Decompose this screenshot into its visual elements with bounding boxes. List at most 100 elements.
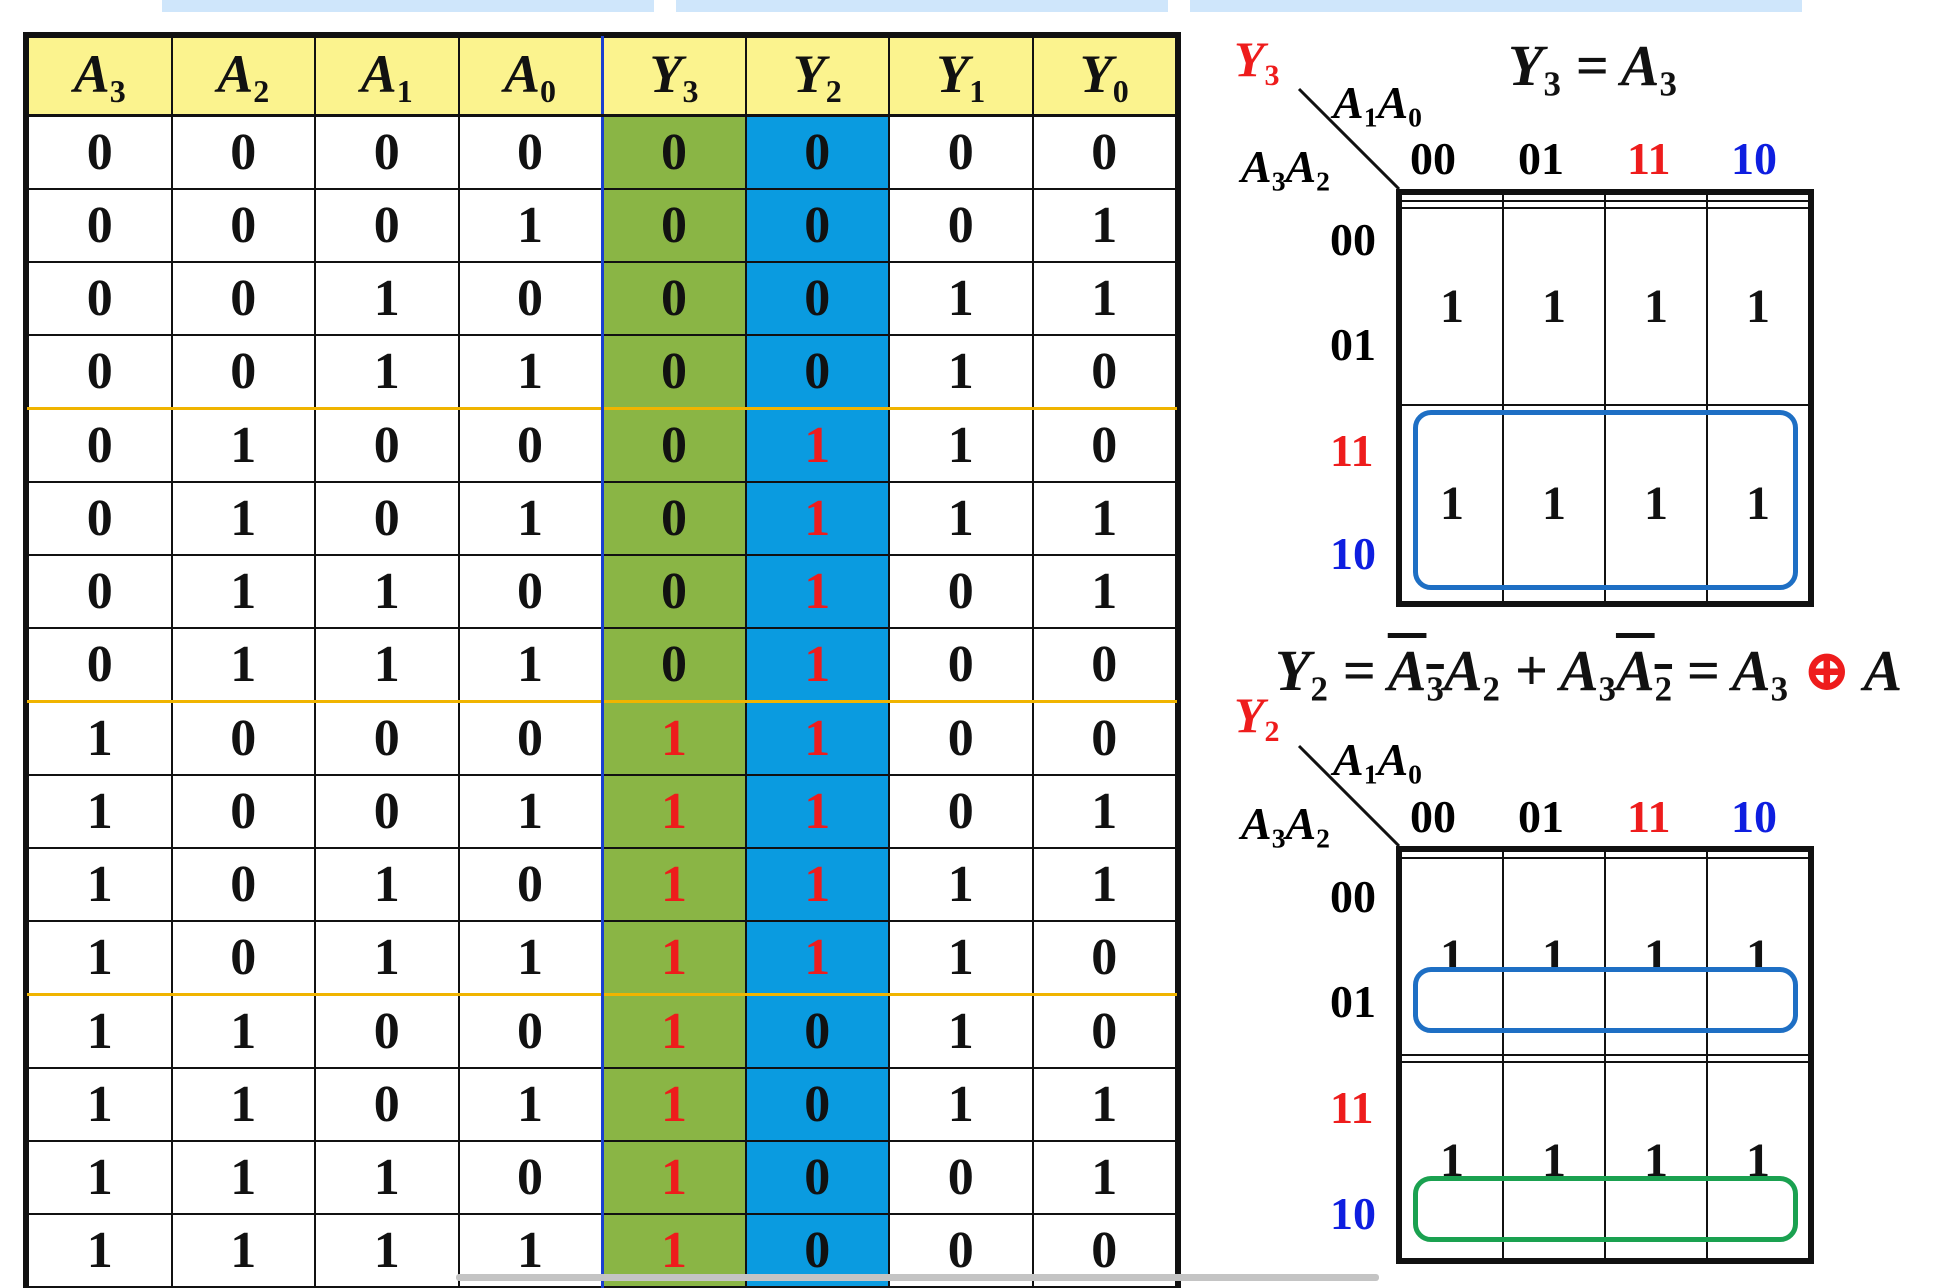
kmap-cell (1706, 850, 1810, 859)
cell-y1: 1 (888, 1067, 1034, 1142)
cell-a2: 0 (170, 334, 316, 410)
header-y2: Y2 (744, 36, 890, 117)
cell-a0: 1 (457, 188, 604, 263)
cell-y0: 0 (1031, 407, 1177, 483)
header-a3: A3 (27, 36, 173, 117)
cell-y1: 1 (888, 920, 1034, 996)
cell-y2: 1 (744, 774, 890, 849)
cell-a1: 1 (314, 1213, 460, 1288)
cell-y0: 1 (1031, 188, 1177, 263)
cell-a0: 1 (457, 1067, 604, 1142)
kmap-cell: 1 (1706, 856, 1810, 1056)
kmap-y2-corner-diagonal (1297, 744, 1401, 848)
cell-y0: 0 (1031, 700, 1177, 776)
kmap-cell: 1 (1706, 403, 1810, 604)
horizontal-scrollbar[interactable] (456, 1274, 1379, 1281)
kmap-cell: 1 (1502, 856, 1606, 1056)
cell-a2: 1 (170, 407, 316, 483)
cell-y1: 1 (888, 334, 1034, 410)
kmap-cell (1604, 193, 1708, 202)
cell-y0: 0 (1031, 114, 1177, 190)
kmap-y3-row-var: A3A2 (1241, 141, 1330, 197)
cell-y3: 1 (601, 1067, 747, 1142)
kmap-y3-corner-diagonal (1297, 87, 1401, 191)
cell-y2: 1 (744, 407, 890, 483)
cell-a1: 1 (314, 1140, 460, 1215)
kmap-y2-row-00: 00 (1330, 871, 1376, 922)
cell-a2: 1 (170, 627, 316, 703)
cell-a2: 1 (170, 1213, 316, 1288)
kmap-cell: 1 (1604, 206, 1708, 406)
cell-a1: 0 (314, 1067, 460, 1142)
kmap-row (1400, 850, 1810, 859)
kmap-cell (1604, 850, 1708, 859)
cell-y2: 0 (744, 1140, 890, 1215)
cell-a3: 0 (27, 261, 173, 336)
cell-y0: 0 (1031, 920, 1177, 996)
cell-y0: 1 (1031, 1140, 1177, 1215)
cell-a1: 1 (314, 920, 460, 996)
cell-y0: 1 (1031, 554, 1177, 629)
cell-y3: 1 (601, 1140, 747, 1215)
cell-a0: 1 (457, 774, 604, 849)
kmap-cell: 1 (1706, 1060, 1810, 1261)
cell-a3: 1 (27, 774, 173, 849)
kmap-cell (1706, 1053, 1810, 1063)
cell-y0: 1 (1031, 774, 1177, 849)
cell-a2: 1 (170, 1140, 316, 1215)
cell-a2: 1 (170, 554, 316, 629)
kmap-y2-equation: Y2 = A3A2 + A3A2 = A3 ⊕ A (1275, 638, 1903, 709)
cell-y2: 0 (744, 261, 890, 336)
cell-y3: 1 (601, 774, 747, 849)
kmap-y3-label: Y3 (1234, 31, 1280, 92)
cell-y1: 1 (888, 847, 1034, 922)
cell-y1: 0 (888, 700, 1034, 776)
kmap-y3-equation: Y3 = A3 (1508, 33, 1677, 104)
kmap-cell (1502, 193, 1606, 202)
kmap-cell (1502, 850, 1606, 859)
cell-a0: 0 (457, 1140, 604, 1215)
kmap-cell (1400, 193, 1504, 202)
kmap-cell (1502, 1053, 1606, 1063)
cell-y0: 1 (1031, 1067, 1177, 1142)
cell-y2: 1 (744, 920, 890, 996)
cell-y2: 0 (744, 334, 890, 410)
kmap-cell (1400, 199, 1504, 209)
cell-a3: 1 (27, 700, 173, 776)
cell-a2: 0 (170, 847, 316, 922)
kmap-cell: 1 (1706, 206, 1810, 406)
cell-y2: 0 (744, 188, 890, 263)
kmap-y2-row-10: 10 (1330, 1188, 1376, 1239)
kmap-cell: 1 (1502, 206, 1606, 406)
cell-a1: 0 (314, 700, 460, 776)
cell-a3: 0 (27, 188, 173, 263)
top-bar-3 (1190, 0, 1802, 12)
cell-a3: 1 (27, 1213, 173, 1288)
cell-a3: 0 (27, 334, 173, 410)
cell-y2: 1 (744, 481, 890, 556)
cell-y2: 1 (744, 700, 890, 776)
kmap-cell: 1 (1400, 206, 1504, 406)
cell-a3: 1 (27, 1067, 173, 1142)
cell-a3: 1 (27, 1140, 173, 1215)
cell-a2: 0 (170, 774, 316, 849)
kmap-cell (1706, 199, 1810, 209)
kmap-row (1400, 1053, 1810, 1063)
cell-a0: 0 (457, 700, 604, 776)
cell-a0: 1 (457, 627, 604, 703)
cell-y2: 1 (744, 554, 890, 629)
kmap-y2-col-00: 00 (1410, 791, 1456, 842)
cell-y2: 0 (744, 993, 890, 1069)
